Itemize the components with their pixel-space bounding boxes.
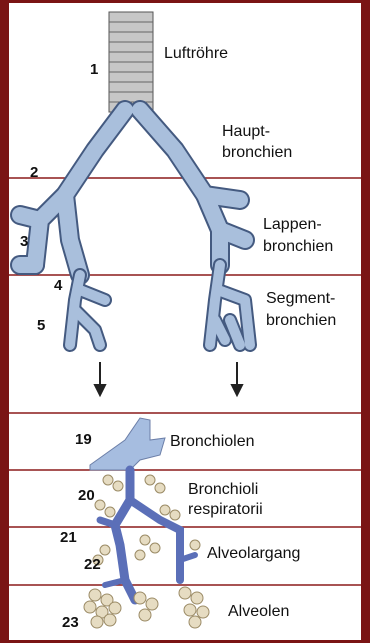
label-lobar-bronchi-line1: Lappen- — [263, 216, 322, 234]
number-5: 5 — [37, 318, 45, 334]
number-1: 1 — [90, 62, 98, 78]
bronchiole-shape — [90, 418, 165, 470]
label-alveoli: Alveolen — [228, 603, 289, 621]
label-lobar-bronchi-line2: bronchien — [263, 238, 333, 256]
number-4: 4 — [54, 278, 62, 294]
number-2: 2 — [30, 165, 38, 181]
label-alveolar-duct: Alveolargang — [207, 545, 300, 563]
label-resp-bronchioles-line1: Bronchioli — [188, 481, 258, 499]
arrows — [95, 362, 242, 395]
number-3: 3 — [20, 234, 28, 250]
number-19: 19 — [75, 432, 92, 448]
number-21: 21 — [60, 530, 77, 546]
bronchi-tree — [20, 110, 250, 345]
label-resp-bronchioles-line2: respiratorii — [188, 501, 263, 519]
label-segmental-bronchi-line2: bronchien — [266, 312, 336, 330]
arrow-right-head — [232, 385, 242, 395]
label-segmental-bronchi-line1: Segment- — [266, 290, 335, 308]
trachea-shape — [109, 12, 153, 112]
label-trachea: Luftröhre — [164, 45, 228, 63]
arrow-left-head — [95, 385, 105, 395]
number-22: 22 — [84, 557, 101, 573]
number-20: 20 — [78, 488, 95, 504]
number-23: 23 — [62, 615, 79, 631]
label-bronchioles: Bronchiolen — [170, 433, 255, 451]
label-main-bronchi-line2: bronchien — [222, 144, 292, 162]
label-main-bronchi-line1: Haupt- — [222, 123, 270, 141]
